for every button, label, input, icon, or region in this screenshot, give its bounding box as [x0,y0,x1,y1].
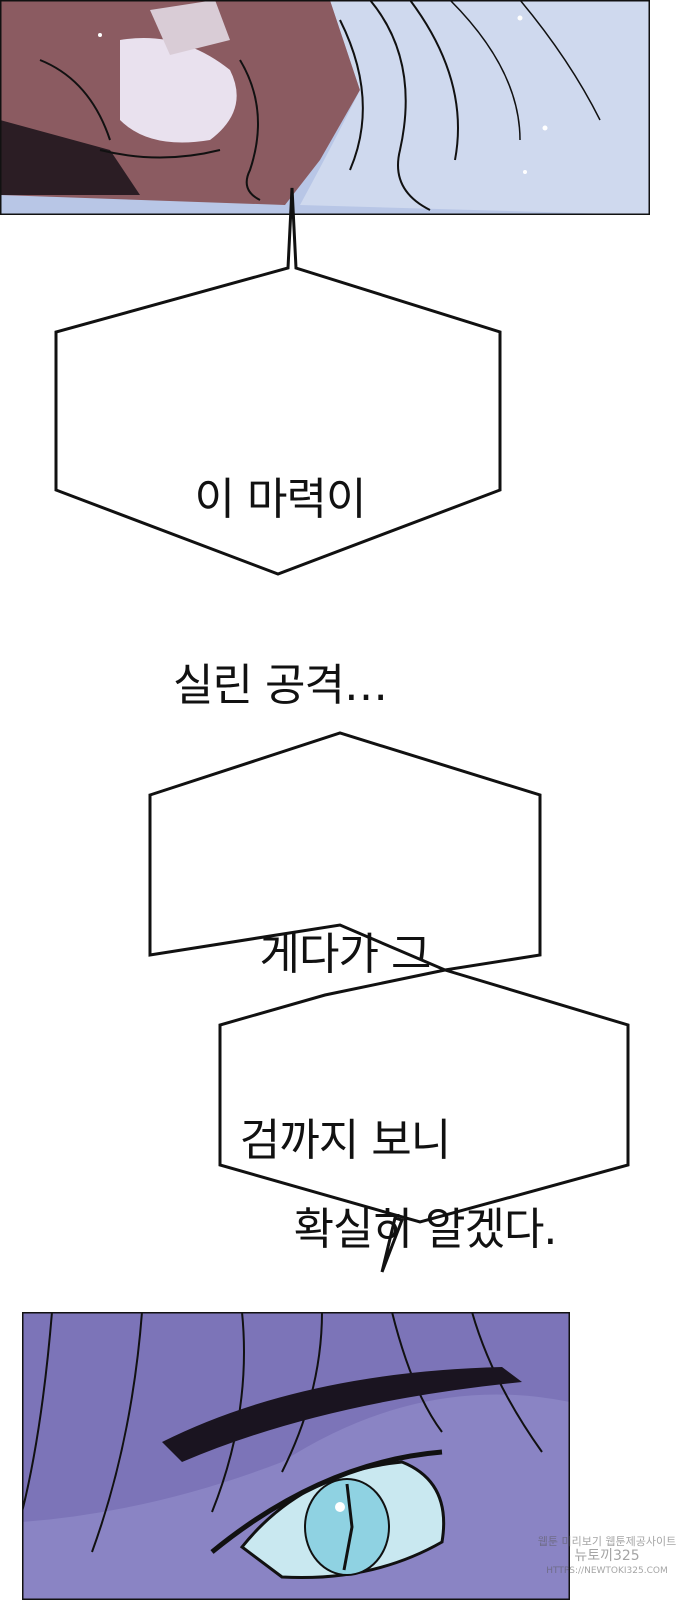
bottom-panel-art [22,1312,570,1600]
sparkle-icon [98,33,102,37]
speech-bubble-2 [148,731,542,972]
speech-bubble-1 [54,187,502,576]
speech-bubble-3 [218,968,630,1224]
sparkle-icon [523,170,527,174]
bubble-3-text: 확실히 알겠다. [225,1075,625,1323]
top-panel-art [0,0,650,215]
bubble-2-text: 게다가 그 검까지 보니 [145,800,545,1234]
bottom-panel [22,1312,570,1600]
watermark-line-1: 웹툰 미리보기 웹툰제공사이트 [537,1535,677,1548]
watermark-line-2: 뉴토끼325 [574,1548,640,1564]
bubble-2-line-1: 게다가 그 [259,929,432,980]
bubble-1-line-2: 실린 공격… [173,660,388,711]
bubble-1-text: 이 마력이 실린 공격… [80,345,480,779]
bubble-1-line-1: 이 마력이 [194,474,367,525]
top-panel [0,0,650,215]
bubble-2-line-2: 검까지 보니 [239,1115,451,1166]
bubble-3-line-1: 확실히 알겠다. [293,1204,558,1255]
eye-icon [239,1460,446,1580]
speech-bubble-3-tail [380,1216,404,1273]
sparkle-icon [542,125,548,131]
sparkle-icon [517,15,523,21]
watermark-line-3: HTTPS://NEWTOKI325.COM [546,1566,668,1576]
site-watermark: 웹툰 미리보기 웹툰제공사이트 뉴토끼325 HTTPS://NEWTOKI32… [532,1535,682,1578]
